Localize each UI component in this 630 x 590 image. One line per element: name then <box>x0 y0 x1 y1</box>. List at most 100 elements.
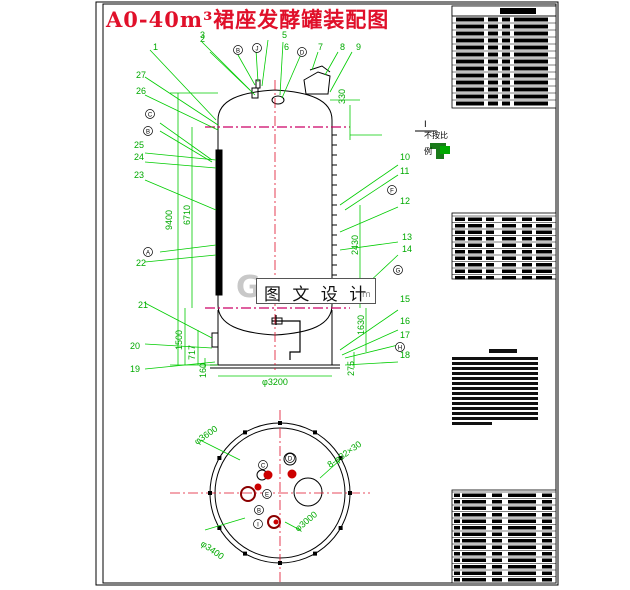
table-cell-text <box>502 224 516 228</box>
table-cell-text <box>542 545 552 549</box>
note-line <box>452 387 538 390</box>
table-cell-text <box>542 500 552 504</box>
table-cell-text <box>462 532 486 536</box>
table-cell-text <box>514 80 548 85</box>
anchor-bolt <box>217 526 222 530</box>
table-cell-text <box>492 558 502 562</box>
table-cell-text <box>468 263 482 267</box>
table-cell-text <box>488 101 498 106</box>
table-cell-text <box>536 256 552 260</box>
callout-circle <box>145 109 155 119</box>
table-cell-text <box>542 519 552 523</box>
table-cell-text <box>542 571 552 575</box>
callout-left: 27 <box>136 70 146 80</box>
table-cell-text <box>514 66 548 71</box>
table-cell-text <box>488 17 498 22</box>
table-cell-text <box>454 558 460 562</box>
table-cell-text <box>536 276 552 280</box>
table-cell-text <box>454 571 460 575</box>
table-cell-text <box>492 493 502 497</box>
note-line <box>452 367 538 370</box>
table-cell-text <box>492 565 502 569</box>
table-cell-text <box>502 59 510 64</box>
callout-letter: I <box>257 523 259 529</box>
callout-left: 19 <box>130 364 140 374</box>
callout-right: 14 <box>402 244 412 254</box>
table-cell-text <box>486 243 494 247</box>
table-cell-text <box>508 500 536 504</box>
callout-left: 21 <box>138 300 148 310</box>
table-cell-text <box>454 565 460 569</box>
table-cell-text <box>456 31 484 36</box>
table-cell-text <box>514 31 548 36</box>
note-line <box>452 362 538 365</box>
callout-circle <box>262 489 272 499</box>
anchor-bolt <box>208 491 212 495</box>
table-cell-text <box>456 38 484 43</box>
table-cell-text <box>454 513 460 517</box>
table-cell-text <box>455 263 465 267</box>
table-cell-text <box>488 94 498 99</box>
detail-view <box>415 130 450 159</box>
table-cell-text <box>456 59 484 64</box>
table-cell-text <box>502 66 510 71</box>
table-cell-text <box>486 256 494 260</box>
table-cell-text <box>455 237 465 241</box>
table-cell-text <box>502 52 510 57</box>
table-cell-text <box>542 539 552 543</box>
callout-circle <box>285 453 295 463</box>
table-cell-text <box>536 269 552 273</box>
table-cell-text <box>455 243 465 247</box>
table-cell-text <box>502 263 516 267</box>
table-cell-text <box>502 17 510 22</box>
table-cell-text <box>502 73 510 78</box>
callout-circle <box>387 185 397 195</box>
technical-data-table <box>452 15 556 106</box>
table-cell-text <box>514 45 548 50</box>
note-line <box>452 392 538 395</box>
table-cell-text <box>488 66 498 71</box>
table-cell-text <box>508 493 536 497</box>
table-cell-text <box>455 230 465 234</box>
table-cell-text <box>462 539 486 543</box>
circled-callout: E <box>262 489 272 499</box>
callout-right: 17 <box>400 330 410 340</box>
table-cell-text <box>536 217 552 221</box>
table-cell-text <box>492 545 502 549</box>
table-cell-text <box>492 519 502 523</box>
circled-callout: C <box>145 109 155 119</box>
note-line <box>452 372 538 375</box>
callout-right: 16 <box>400 316 410 326</box>
callout-left: 20 <box>130 341 140 351</box>
drawing-title: A0-40m³裙座发酵罐装配图 <box>106 7 390 32</box>
watermark-text: 图 文 设 计 <box>264 285 370 305</box>
callout-circle <box>393 265 403 275</box>
dim-plan-3400: φ3400 <box>199 538 226 561</box>
dim-330: 330 <box>337 89 347 104</box>
table-cell-text <box>502 243 516 247</box>
table-cell-text <box>502 45 510 50</box>
callout-top: 3 <box>200 30 205 40</box>
table-cell-text <box>454 539 460 543</box>
table-cell-text <box>454 519 460 523</box>
watermark-mark: m <box>362 290 371 300</box>
table-cell-text <box>514 59 548 64</box>
table-cell-text <box>508 558 536 562</box>
table-cell-text <box>486 263 494 267</box>
table-cell-text <box>468 230 482 234</box>
callout-letter: B <box>146 130 150 136</box>
table-cell-text <box>454 506 460 510</box>
table-cell-text <box>502 101 510 106</box>
technical-notes <box>452 349 538 425</box>
table-cell-text <box>454 500 460 504</box>
drawing-border <box>95 1 559 586</box>
watermark-box <box>256 278 376 304</box>
callout-circle <box>297 47 307 57</box>
circled-callout: H <box>395 342 405 352</box>
callout-letter: D <box>300 51 305 57</box>
table-cell-text <box>508 545 536 549</box>
table-cell-text <box>522 217 532 221</box>
anchor-bolt <box>217 456 222 460</box>
